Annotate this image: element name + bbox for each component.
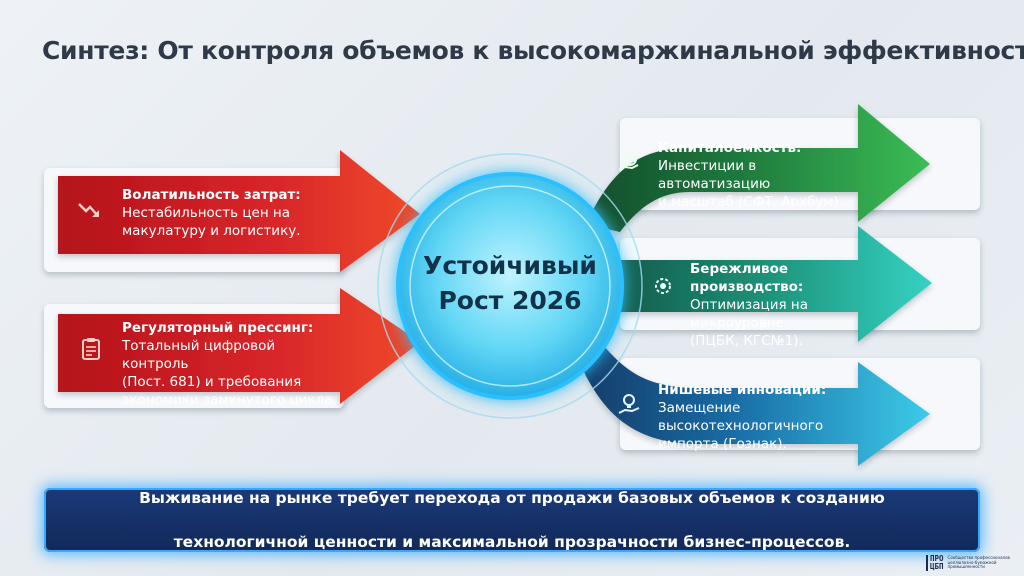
panel-heading: Нишевые инновации: <box>658 382 827 398</box>
arrow-right-1 <box>586 104 930 232</box>
arrow-left-1 <box>58 150 420 272</box>
clipboard-icon <box>82 338 100 360</box>
logo-caption-3: промышленности <box>947 564 985 570</box>
panel-line: Оптимизация на микроуровне <box>690 297 808 331</box>
conclusion-text: Выживание на рынке требует перехода от п… <box>82 487 942 553</box>
panel-heading: Капиталоемкость: <box>658 140 802 156</box>
panel-line: макулатуру и логистику. <box>122 223 301 239</box>
center-label: Устойчивый Рост 2026 <box>395 248 625 318</box>
arrow-left-2 <box>58 288 420 404</box>
panel-heading: Регуляторный прессинг: <box>122 320 314 336</box>
arrow-right-3 <box>584 346 930 466</box>
center-circle-halo <box>377 153 643 419</box>
panel-line: Замещение высокотехнологичного <box>658 400 824 434</box>
panel-line: Нестабильность цен на <box>122 205 291 221</box>
brand-logo: ПРО ЦБП Сообщество профессионалов целлюл… <box>926 554 1016 572</box>
logo-line-2: ЦБП <box>930 562 944 571</box>
logo-caption: Сообщество профессионалов целлюлозно-бум… <box>947 555 1010 570</box>
logo-caption-1: Сообщество профессионалов <box>947 555 1010 561</box>
panel-niche-innovation: Нишевые инновации: Замещение высокотехно… <box>658 381 908 453</box>
panel-line: и масштаб (СФТ, Архбум). <box>658 194 844 210</box>
panel-regulatory-pressure: Регуляторный прессинг: Тотальный цифрово… <box>122 319 342 409</box>
panel-line: Тотальный цифровой контроль <box>122 338 276 372</box>
arrow-right-2 <box>612 226 932 342</box>
panel-cost-volatility: Волатильность затрат: Нестабильность цен… <box>122 186 337 240</box>
page-title: Синтез: От контроля объемов к высокомарж… <box>42 36 1024 65</box>
panel-line: Инвестиции в автоматизацию <box>658 158 771 192</box>
center-line-2: Рост 2026 <box>438 286 582 315</box>
svg-text:$: $ <box>627 156 633 166</box>
conclusion-banner: Выживание на рынке требует перехода от п… <box>44 488 980 552</box>
trend-down-icon <box>78 203 99 217</box>
panel-line: (Пост. 681) и требования <box>122 374 302 390</box>
panel-lean-production: Бережливое производство: Оптимизация на … <box>690 260 870 350</box>
center-circle <box>396 172 624 400</box>
center-line-1: Устойчивый <box>423 251 597 280</box>
panel-heading: Волатильность затрат: <box>122 187 301 203</box>
panel-line: (ПЦБК, КГС№1). <box>690 333 803 349</box>
logo-caption-2: целлюлозно-бумажной <box>947 559 997 565</box>
logo-line-1: ПРО <box>930 554 944 563</box>
panel-capital-intensity: Капиталоемкость: Инвестиции в автоматиза… <box>658 139 858 211</box>
panel-heading: Бережливое производство: <box>690 261 804 295</box>
lightbulb-hand-icon <box>618 394 640 414</box>
panel-line: импорта (Гознак). <box>658 436 787 452</box>
conclusion-line-1: Выживание на рынке требует перехода от п… <box>139 489 885 507</box>
logo-mark: ПРО ЦБП <box>926 555 944 571</box>
panel-line: экономики замкнутого цикла. <box>122 392 337 408</box>
gear-leaf-icon <box>655 278 671 294</box>
conclusion-line-2: технологичной ценности и максимальной пр… <box>173 533 851 551</box>
coin-hand-icon: $ <box>618 152 639 171</box>
